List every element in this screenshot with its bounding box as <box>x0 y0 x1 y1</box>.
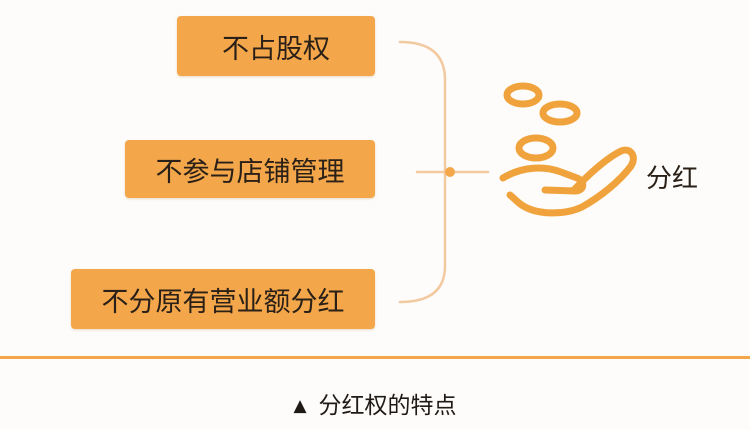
hand-coins-icon <box>499 82 637 217</box>
caption-text: 分红权的特点 <box>318 393 457 419</box>
brace-connector <box>398 40 490 304</box>
feature-item-no-management: 不参与店铺管理 <box>125 140 375 198</box>
feature-item-label: 不占股权 <box>222 33 330 65</box>
feature-item-no-existing-revenue: 不分原有营业额分红 <box>71 269 375 329</box>
dividend-label: 分红 <box>646 164 699 194</box>
triangle-icon: ▲ <box>293 396 307 416</box>
feature-item-label: 不分原有营业额分红 <box>101 286 345 318</box>
figure-caption: ▲ 分红权的特点 <box>0 386 750 420</box>
feature-item-no-equity: 不占股权 <box>177 16 375 76</box>
feature-item-label: 不参与店铺管理 <box>155 156 345 188</box>
section-divider <box>0 356 750 359</box>
